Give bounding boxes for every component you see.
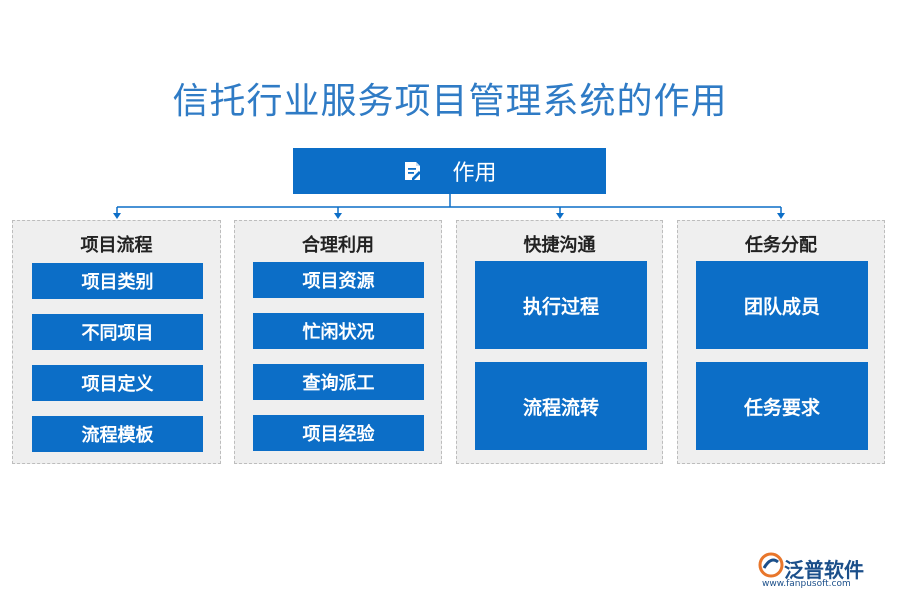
panel-title: 任务分配 <box>745 235 817 256</box>
panel-task-assignment: 任务分配 团队成员 任务要求 <box>677 220 885 464</box>
panel-project-process: 项目流程 项目类别 不同项目 项目定义 流程模板 <box>12 220 221 464</box>
process-item: 忙闲状况 <box>253 313 424 349</box>
process-item: 不同项目 <box>32 314 203 350</box>
root-node-label: 作用 <box>452 161 497 186</box>
panel-quick-communication: 快捷沟通 执行过程 流程流转 <box>456 220 663 464</box>
function-item: 流程流转 <box>475 362 647 450</box>
process-item: 流程模板 <box>32 416 203 452</box>
process-item: 项目类别 <box>32 263 203 299</box>
function-item: 团队成员 <box>696 261 868 349</box>
panel-title: 合理利用 <box>302 235 374 256</box>
fanpu-logo-icon <box>758 552 784 578</box>
process-item: 项目资源 <box>253 262 424 298</box>
brand-url: www.fanpusoft.com <box>762 579 851 589</box>
function-item: 执行过程 <box>475 261 647 349</box>
process-item: 项目经验 <box>253 415 424 451</box>
process-item: 查询派工 <box>253 364 424 400</box>
document-edit-icon <box>405 162 422 180</box>
function-item: 任务要求 <box>696 362 868 450</box>
panel-title: 快捷沟通 <box>523 235 596 256</box>
brand-logo: 泛普软件 www.fanpusoft.com <box>756 548 886 592</box>
brand-name: 泛普软件 <box>784 558 864 582</box>
page-title: 信托行业服务项目管理系统的作用 <box>172 81 728 122</box>
root-node: 作用 <box>293 148 606 194</box>
panel-rational-use: 合理利用 项目资源 忙闲状况 查询派工 项目经验 <box>234 220 442 464</box>
process-item: 项目定义 <box>32 365 203 401</box>
panel-title: 项目流程 <box>80 235 153 256</box>
